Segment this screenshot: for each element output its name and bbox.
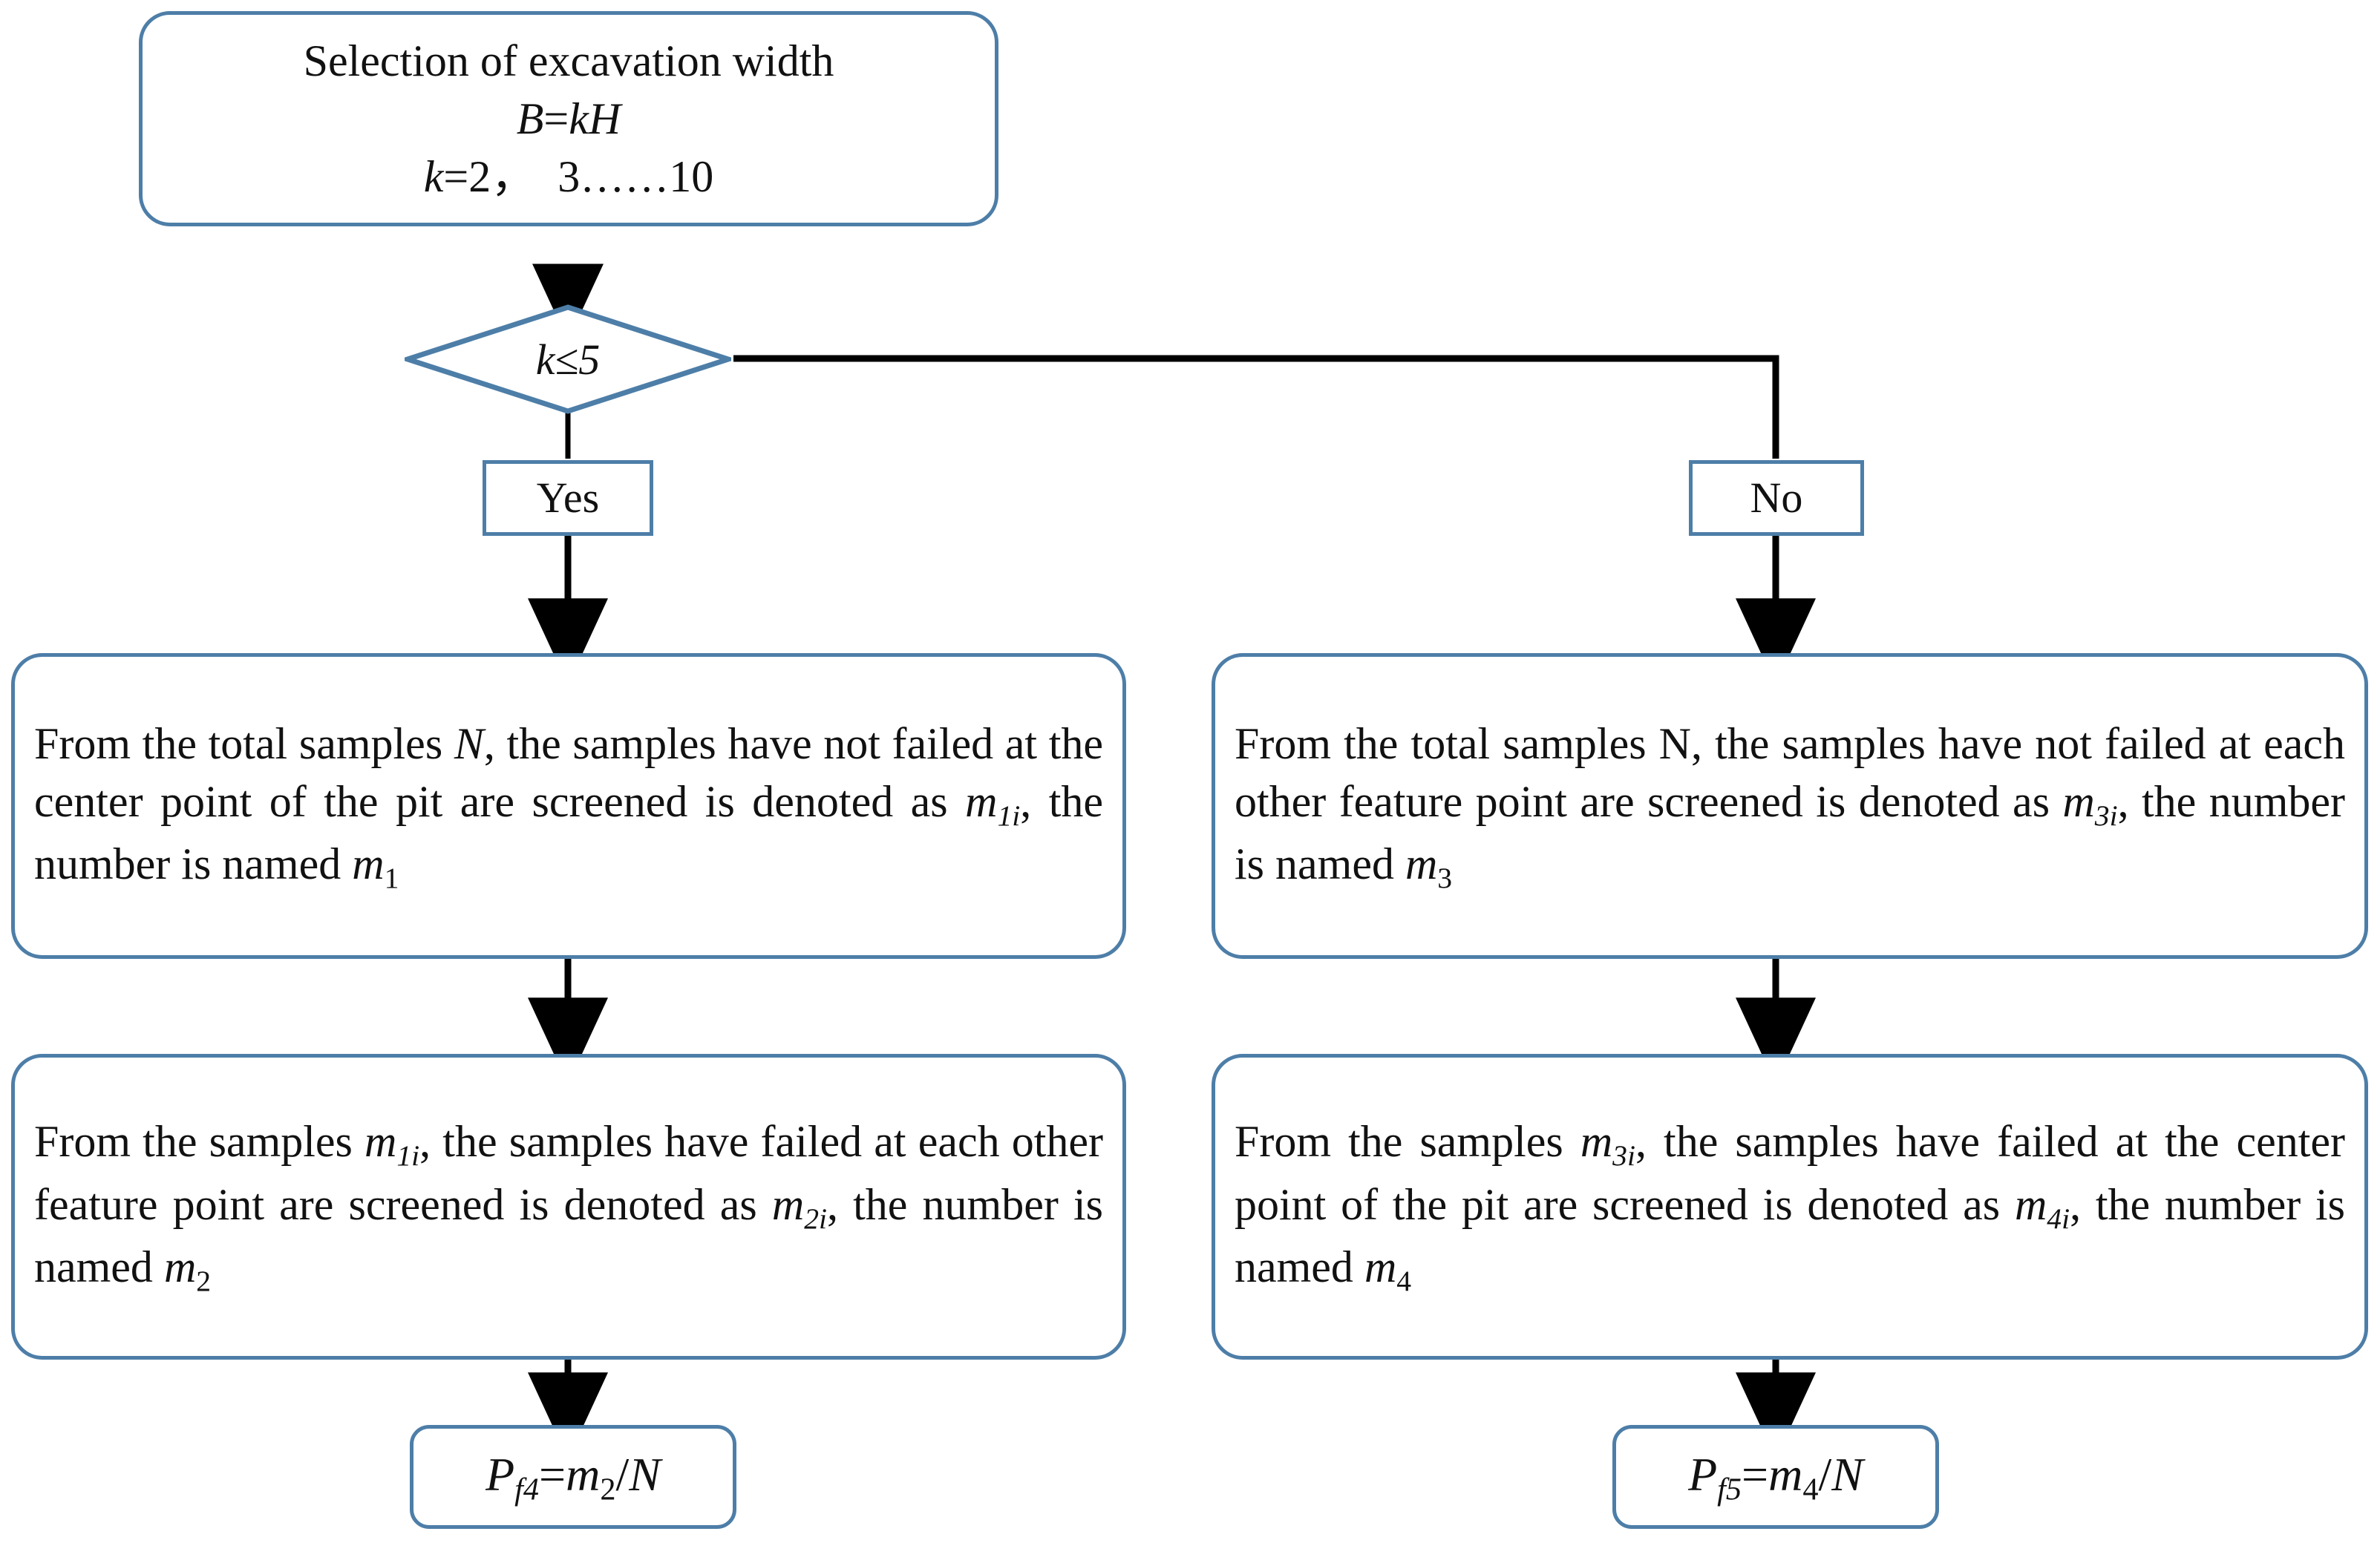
edge-label-no[interactable]: No	[1689, 460, 1864, 536]
edge-label-yes-text: Yes	[536, 474, 600, 522]
node-start-line3: k=2， 3……10	[423, 152, 714, 201]
node-left-step1-text: From the total samples N, the samples ha…	[34, 718, 1104, 894]
node-left-result-text: Pf4=m2/N	[486, 1447, 661, 1507]
node-start[interactable]: Selection of excavation width B=kH k=2， …	[139, 11, 998, 226]
node-left-step1[interactable]: From the total samples N, the samples ha…	[11, 653, 1126, 959]
edge-label-yes[interactable]: Yes	[483, 460, 653, 536]
node-start-line2: B=kH	[516, 94, 621, 143]
node-start-line1: Selection of excavation width	[303, 36, 834, 85]
node-right-result-text: Pf5=m4/N	[1688, 1447, 1863, 1507]
node-right-step2[interactable]: From the samples m3i, the samples have f…	[1212, 1054, 2368, 1360]
edge-label-no-text: No	[1750, 474, 1803, 522]
node-right-result[interactable]: Pf5=m4/N	[1612, 1425, 1939, 1529]
edge-decision-to-no	[733, 355, 1779, 459]
node-left-step2[interactable]: From the samples m1i, the samples have f…	[11, 1054, 1126, 1360]
node-left-step2-text: From the samples m1i, the samples have f…	[34, 1117, 1103, 1298]
node-right-step1-text: From the total samples N, the samples ha…	[1235, 718, 2345, 894]
node-right-step1[interactable]: From the total samples N, the samples ha…	[1212, 653, 2368, 959]
node-start-text: Selection of excavation width B=kH k=2， …	[143, 32, 995, 206]
node-decision[interactable]: k≤5	[405, 304, 731, 414]
node-left-result[interactable]: Pf4=m2/N	[410, 1425, 736, 1529]
node-right-step2-text: From the samples m3i, the samples have f…	[1235, 1117, 2346, 1298]
diamond-shape	[405, 304, 731, 414]
